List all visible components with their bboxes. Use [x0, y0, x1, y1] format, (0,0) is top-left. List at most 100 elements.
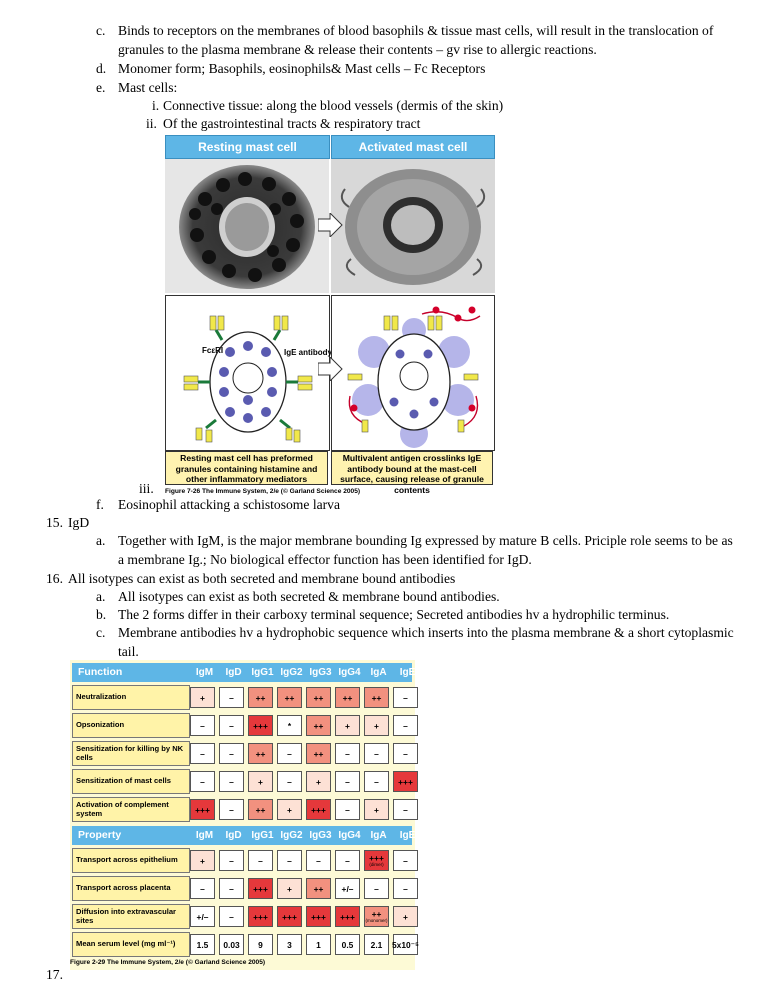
cell-value: –	[287, 748, 292, 759]
cell-value: *	[287, 720, 292, 731]
cell-value: –	[287, 776, 292, 787]
table-cell: –	[219, 771, 244, 792]
column-header-igm: IgM	[195, 830, 214, 841]
table-cell: +++	[335, 906, 360, 927]
cell-value: ++	[284, 692, 295, 703]
cell-value: +	[200, 855, 205, 866]
table-cell: +	[277, 799, 302, 820]
table-cell: –	[190, 771, 215, 792]
function-header: Function	[78, 666, 123, 678]
table-cell: –	[190, 715, 215, 736]
list-item-e-marker: e.	[96, 80, 106, 95]
cell-value: 2.1	[370, 939, 383, 950]
cell-value: ++	[313, 720, 324, 731]
item-16b-marker: b.	[96, 607, 107, 622]
cell-value: +/–	[196, 911, 209, 922]
list-item-c-text-cont: granules to the plasma membrane & releas…	[118, 42, 597, 57]
subitem-i-marker: i.	[152, 98, 160, 113]
cell-value: +++	[253, 883, 268, 894]
cell-value: ++	[255, 748, 266, 759]
cell-value: ++	[255, 804, 266, 815]
resting-cell-caption: Resting mast cell has preformed granules…	[165, 451, 328, 485]
column-header-igg4: IgG4	[338, 667, 361, 678]
cell-value: +	[374, 720, 379, 731]
subitem-iii-marker: iii.	[139, 481, 154, 496]
column-header-igg3: IgG3	[309, 667, 332, 678]
table-cell: ++	[306, 743, 331, 764]
cell-value: +	[345, 720, 350, 731]
table-cell: –	[364, 878, 389, 899]
table-cell: 1	[306, 934, 331, 955]
table-cell: +	[393, 906, 418, 927]
table-cell: –	[364, 771, 389, 792]
column-header-igg3: IgG3	[309, 830, 332, 841]
transition-arrow-icon	[318, 213, 343, 237]
row-label: Diffusion into extravascular sites	[72, 904, 190, 929]
cell-value: –	[229, 855, 234, 866]
table-cell: –	[219, 906, 244, 927]
cell-value: –	[229, 883, 234, 894]
column-header-igd: IgD	[225, 667, 242, 678]
row-label: Activation of complement system	[72, 797, 190, 822]
table-cell: –	[277, 850, 302, 871]
cell-value: ++	[313, 883, 324, 894]
cell-value: –	[345, 804, 350, 815]
table-cell: ++(monomer)	[364, 906, 389, 927]
cell-value: ++	[342, 692, 353, 703]
cell-value: +	[258, 776, 263, 787]
resting-mast-cell-micrograph	[165, 159, 329, 293]
table-cell: ++	[277, 687, 302, 708]
cell-value: ++	[313, 748, 324, 759]
cell-value: –	[403, 720, 408, 731]
item-16-marker: 16.	[46, 571, 63, 586]
table-cell: +++	[248, 715, 273, 736]
cell-value: +	[287, 883, 292, 894]
cell-value: –	[200, 720, 205, 731]
column-header-iga: IgA	[370, 667, 387, 678]
cell-value: –	[345, 776, 350, 787]
activated-cell-caption: Multivalent antigen crosslinks IgE antib…	[331, 451, 493, 495]
cell-value: +++	[340, 911, 355, 922]
cell-value: +	[200, 692, 205, 703]
table-cell: –	[219, 799, 244, 820]
cell-value: +++	[369, 853, 384, 863]
cell-value: –	[258, 855, 263, 866]
column-header-igg1: IgG1	[251, 667, 274, 678]
list-item-c-marker: c.	[96, 23, 106, 38]
table-cell: +/–	[190, 906, 215, 927]
table-cell: +	[364, 799, 389, 820]
table-cell: –	[190, 878, 215, 899]
cell-value: +	[374, 804, 379, 815]
table-cell: +++	[306, 906, 331, 927]
cell-value: 3	[287, 939, 292, 950]
table-cell: –	[335, 743, 360, 764]
subitem-ii-marker: ii.	[146, 116, 157, 131]
table-cell: +++	[190, 799, 215, 820]
figure-credit: Figure 2-29 The Immune System, 2/e (© Ga…	[70, 959, 266, 966]
row-label: Sensitization of mast cells	[72, 769, 190, 794]
property-header-row: Property	[72, 826, 412, 845]
resting-mast-cell-header: Resting mast cell	[165, 135, 330, 159]
item-16c-text-cont: tail.	[118, 644, 139, 659]
item-16b-text: The 2 forms differ in their carboxy term…	[118, 607, 670, 622]
cell-value: –	[229, 911, 234, 922]
ige-antibody-label: IgE antibody	[284, 348, 332, 357]
cell-value: –	[345, 855, 350, 866]
cell-value: +	[403, 911, 408, 922]
table-cell: +/–	[335, 878, 360, 899]
table-cell: 2.1	[364, 934, 389, 955]
cell-value: 1	[316, 939, 321, 950]
item-15-marker: 15.	[46, 515, 63, 530]
cell-value: –	[229, 776, 234, 787]
cell-value: +++	[398, 776, 413, 787]
table-cell: +	[306, 771, 331, 792]
cell-value: ++	[371, 909, 382, 919]
list-item-c-text: Binds to receptors on the membranes of b…	[118, 23, 714, 38]
cell-value: ++	[255, 692, 266, 703]
column-header-igg4: IgG4	[338, 830, 361, 841]
table-cell: –	[335, 799, 360, 820]
item-16a-marker: a.	[96, 589, 106, 604]
cell-value: –	[374, 776, 379, 787]
table-cell: ++	[306, 715, 331, 736]
item-17-marker: 17.	[46, 967, 63, 982]
